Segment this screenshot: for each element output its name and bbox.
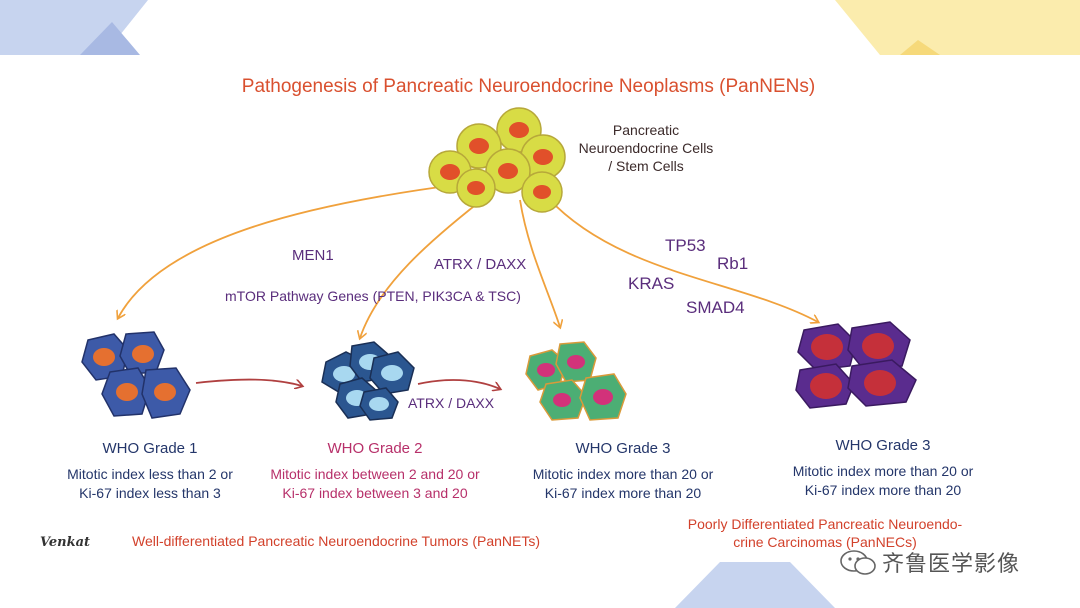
pannec-grade-desc-line: Mitotic index more than 20 or [792, 463, 974, 479]
wechat-icon [840, 550, 876, 575]
author-signature: Venkat [40, 535, 91, 550]
grade1-cell [119, 331, 165, 375]
gene-smad4: SMAD4 [686, 298, 745, 317]
grade3-cell [525, 349, 567, 391]
footer-pannecs: Poorly Differentiated Pancreatic Neuroen… [655, 515, 995, 551]
grade2-desc-line: Mitotic index between 2 and 20 or [270, 466, 480, 482]
grade1-label: WHO Grade 1 Mitotic index less than 2 or… [30, 440, 270, 503]
pannec-grade-title: WHO Grade 3 [835, 437, 931, 454]
arrow-grade2-to-grade3 [417, 379, 500, 389]
source-cell [456, 168, 496, 208]
grade2-cell-cluster [321, 341, 415, 421]
gene-kras: KRAS [628, 274, 675, 293]
grade3-cell-cluster [525, 341, 627, 421]
source-cells-label: Pancreatic Neuroendocrine Cells / Stem C… [566, 121, 726, 175]
pannec-grade-desc: Mitotic index more than 20 or Ki-67 inde… [758, 462, 1008, 500]
grade1-title: WHO Grade 1 [102, 440, 198, 457]
pannec-cell [847, 321, 911, 371]
pannec-cell [797, 323, 857, 371]
watermark-text: 齐鲁医学影像 [882, 551, 1021, 576]
footer-pannets: Well-differentiated Pancreatic Neuroendo… [132, 533, 541, 549]
footer-pannecs-line: crine Carcinomas (PanNECs) [733, 534, 917, 550]
arrow-grade1-to-grade2 [195, 378, 302, 386]
grade1-cell-cluster [81, 331, 191, 419]
pannec-cell [847, 359, 917, 407]
grade1-cell [101, 367, 151, 417]
grade2-cell [359, 387, 399, 421]
source-cells-label-line: Neuroendocrine Cells [578, 140, 714, 156]
corner-shape-top-left-inner [80, 22, 140, 55]
source-cell-cluster [428, 107, 566, 213]
gene-mtor-pathway: mTOR Pathway Genes (PTEN, PIK3CA & TSC) [225, 288, 521, 304]
source-cell [520, 134, 566, 180]
watermark: 齐鲁医学影像 [838, 546, 1020, 578]
grade3-label: WHO Grade 3 Mitotic index more than 20 o… [500, 440, 746, 503]
pannec-grade-label: WHO Grade 3 Mitotic index more than 20 o… [758, 437, 1008, 500]
grade1-cell [141, 367, 191, 419]
corner-shape-top-right [835, 0, 1080, 55]
pannec-grade-desc-line: Ki-67 index more than 20 [804, 482, 962, 498]
grade3-title: WHO Grade 3 [575, 440, 671, 457]
arrow-to-pannec [547, 197, 818, 322]
gene-atrx-daxx-mid: ATRX / DAXX [408, 395, 495, 411]
gene-rb1: Rb1 [717, 254, 749, 273]
gene-tp53: TP53 [665, 236, 706, 255]
grade3-cell [579, 373, 627, 421]
pannec-cell-cluster [795, 321, 917, 409]
grade3-desc-line: Ki-67 index more than 20 [544, 485, 702, 501]
grade2-cell [369, 351, 415, 395]
diagram-title: Pathogenesis of Pancreatic Neuroendocrin… [241, 76, 816, 97]
grade2-label: WHO Grade 2 Mitotic index between 2 and … [250, 440, 500, 503]
gene-atrx-daxx-top: ATRX / DAXX [434, 256, 527, 273]
pannec-cell [795, 363, 855, 409]
corner-shape-bottom-center [675, 562, 835, 608]
grade3-cell [539, 379, 587, 421]
source-cells-label-line: Pancreatic [612, 122, 680, 138]
grade3-desc-line: Mitotic index more than 20 or [532, 466, 714, 482]
grade2-desc-line: Ki-67 index between 3 and 20 [282, 485, 468, 501]
footer-pannecs-line: Poorly Differentiated Pancreatic Neuroen… [687, 516, 963, 532]
grade3-desc: Mitotic index more than 20 or Ki-67 inde… [500, 465, 746, 503]
grade1-desc-line: Ki-67 index less than 3 [79, 485, 221, 501]
source-cell [456, 123, 502, 169]
gene-men1: MEN1 [292, 247, 334, 264]
grade1-desc: Mitotic index less than 2 or Ki-67 index… [30, 465, 270, 503]
grade1-desc-line: Mitotic index less than 2 or [67, 466, 233, 482]
arrow-to-grade3 [519, 199, 560, 327]
arrow-to-grade1 [118, 183, 463, 318]
arrow-to-grade2 [360, 191, 493, 338]
grade3-cell [555, 341, 597, 383]
corner-shape-top-right-inner [900, 40, 940, 55]
grade2-title: WHO Grade 2 [327, 440, 423, 457]
grade2-desc: Mitotic index between 2 and 20 or Ki-67 … [250, 465, 500, 503]
source-cell [521, 171, 563, 213]
source-cells-label-line: / Stem Cells [608, 158, 684, 174]
